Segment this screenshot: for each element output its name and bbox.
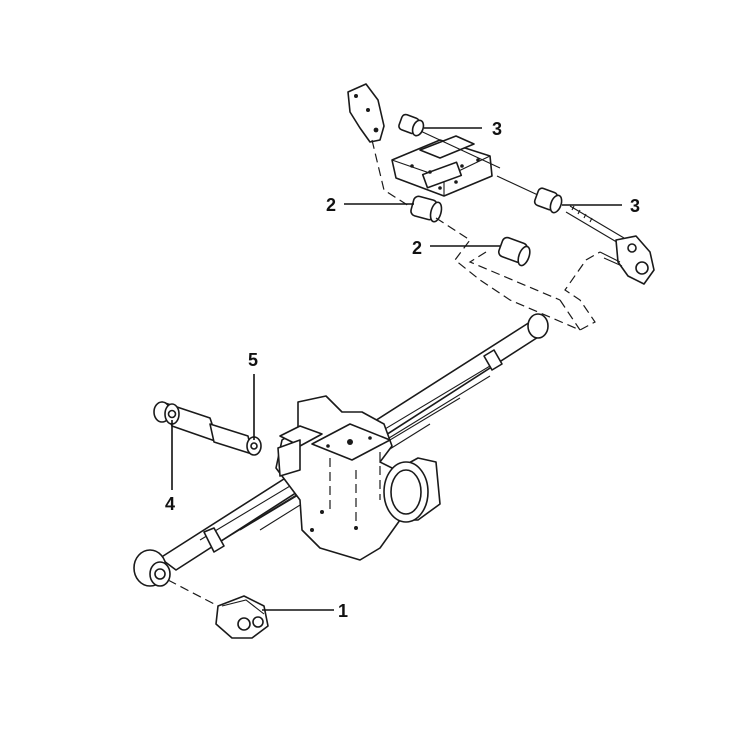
callout-3-top: 3 (424, 119, 502, 139)
callout-3-right: 3 (562, 196, 640, 216)
callout-5: 5 (248, 350, 258, 440)
assembly-line-upper (371, 139, 601, 331)
callout-label: 4 (165, 494, 175, 514)
assembly-line-bracket (468, 251, 581, 331)
callout-label: 5 (248, 350, 258, 370)
bushing-3-upper (398, 113, 425, 137)
front-spring-hanger (167, 579, 269, 639)
callout-1: 1 (262, 601, 348, 621)
frame-bracket-assembly (347, 83, 655, 285)
callout-label: 2 (412, 238, 422, 258)
callout-label: 2 (326, 195, 336, 215)
callout-label: 3 (630, 196, 640, 216)
bushing-2-right (497, 236, 531, 267)
shock-absorber (153, 401, 262, 456)
bushing-2-left (410, 195, 443, 223)
callout-4: 4 (165, 420, 175, 514)
callout-2-right: 2 (412, 238, 500, 258)
callout-2-left: 2 (326, 195, 414, 215)
callout-label: 3 (492, 119, 502, 139)
axle-housing (275, 395, 441, 561)
bushing-3-lower (533, 187, 563, 214)
callout-label: 1 (338, 601, 348, 621)
